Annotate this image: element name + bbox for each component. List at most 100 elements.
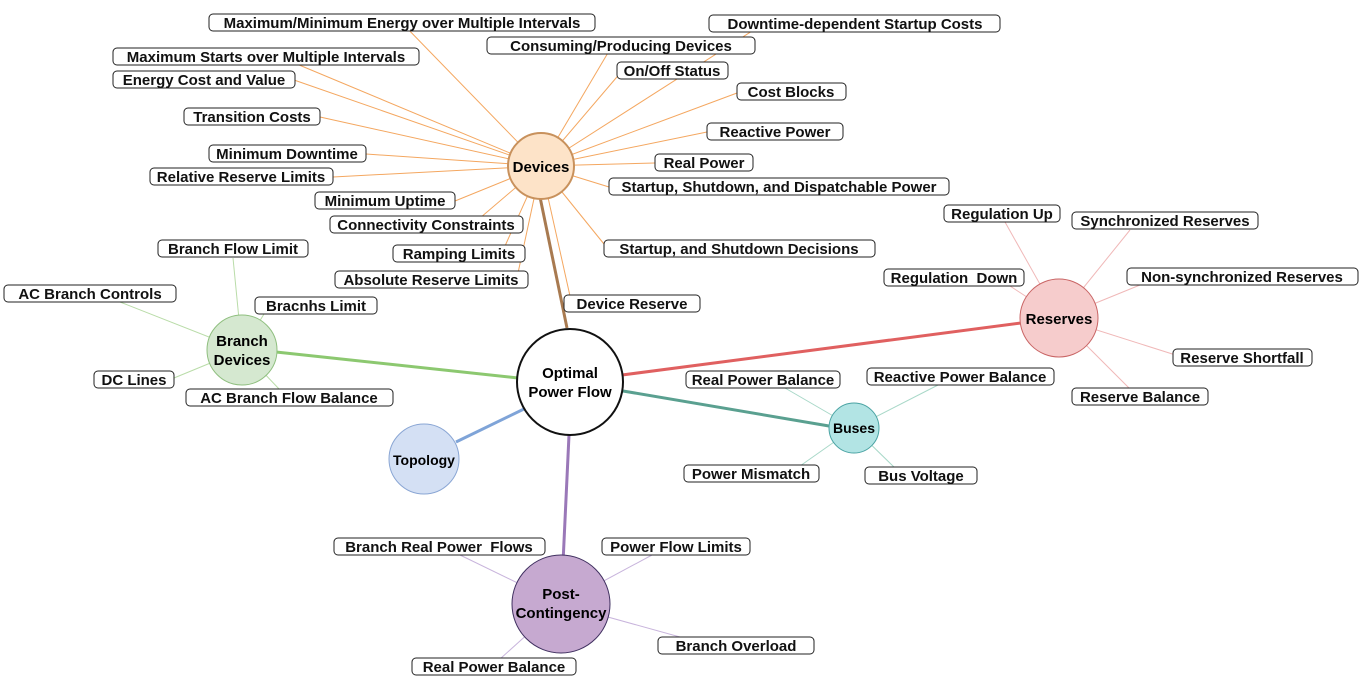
svg-text:Branch Overload: Branch Overload: [676, 638, 797, 655]
svg-text:Energy Cost and Value: Energy Cost and Value: [123, 72, 286, 89]
leaf-label: Reserve Balance: [1071, 387, 1209, 406]
leaf-label: Real Power: [654, 153, 754, 172]
svg-text:Reserve Balance: Reserve Balance: [1080, 389, 1200, 406]
node-topology: Topology: [388, 423, 460, 495]
svg-text:Maximum Starts over Multiple I: Maximum Starts over Multiple Intervals: [127, 49, 405, 66]
leaf-label: Startup, Shutdown, and Dispatchable Powe…: [608, 177, 950, 196]
leaf-label: Minimum Uptime: [314, 191, 456, 210]
svg-text:DC Lines: DC Lines: [101, 372, 166, 389]
node-center-optimal-power-flow: Optimal Power Flow: [516, 328, 624, 436]
leaf-label: Device Reserve: [563, 294, 701, 313]
edge-center-buses: [622, 389, 830, 428]
node-buses: Buses: [828, 402, 880, 454]
edge-center-topology: [455, 406, 527, 444]
branch-line: [319, 116, 542, 167]
leaf-label: Ramping Limits: [392, 244, 526, 263]
leaf-label: Reactive Power Balance: [866, 367, 1055, 386]
leaf-label: Bracnhs Limit: [254, 296, 378, 315]
svg-text:Devices: Devices: [513, 159, 570, 176]
svg-text:Startup, Shutdown, and Dispatc: Startup, Shutdown, and Dispatchable Powe…: [621, 179, 936, 196]
leaf-label: Relative Reserve Limits: [149, 167, 334, 186]
svg-text:Reserve Shortfall: Reserve Shortfall: [1180, 350, 1303, 367]
leaf-label: Power Mismatch: [683, 464, 820, 483]
leaf-label: Cost Blocks: [736, 82, 847, 101]
leaf-label: Consuming/Producing Devices: [486, 36, 756, 55]
svg-text:AC Branch Controls: AC Branch Controls: [18, 286, 161, 303]
leaf-label: Branch Real Power Flows: [333, 537, 546, 556]
svg-text:Topology: Topology: [393, 452, 455, 468]
leaf-label: AC Branch Controls: [3, 284, 177, 303]
leaf-label: Power Flow Limits: [601, 537, 751, 556]
leaf-label: Regulation Up: [943, 204, 1061, 223]
svg-text:Downtime-dependent Startup Cos: Downtime-dependent Startup Costs: [727, 16, 982, 33]
leaf-label: Maximum/Minimum Energy over Multiple Int…: [208, 13, 596, 32]
svg-text:Connectivity Constraints: Connectivity Constraints: [337, 217, 515, 234]
leaf-label: Minimum Downtime: [208, 144, 367, 163]
svg-text:Regulation Up: Regulation Up: [951, 206, 1053, 223]
svg-text:Ramping Limits: Ramping Limits: [403, 246, 516, 263]
svg-text:Buses: Buses: [833, 420, 875, 436]
branch-line: [332, 165, 542, 178]
leaf-label: On/Off Status: [616, 61, 729, 80]
leaf-labels: Maximum/Minimum Energy over Multiple Int…: [3, 13, 1359, 676]
branch-line: [293, 79, 542, 167]
svg-text:Relative Reserve Limits: Relative Reserve Limits: [157, 169, 325, 186]
branch-line: [540, 92, 738, 167]
svg-text:Non-synchronized Reserves: Non-synchronized Reserves: [1141, 269, 1343, 286]
leaf-label: Absolute Reserve Limits: [334, 270, 529, 289]
svg-text:Branch Real Power Flows: Branch Real Power Flows: [345, 539, 533, 556]
svg-text:Branch: Branch: [216, 333, 268, 350]
svg-text:Cost Blocks: Cost Blocks: [748, 84, 835, 101]
svg-text:Synchronized Reserves: Synchronized Reserves: [1080, 213, 1249, 230]
svg-text:AC Branch Flow Balance: AC Branch Flow Balance: [200, 390, 378, 407]
svg-text:Real Power: Real Power: [664, 155, 745, 172]
leaf-label: Branch Flow Limit: [157, 239, 309, 258]
svg-text:Minimum Uptime: Minimum Uptime: [325, 193, 446, 210]
leaf-label: Regulation Down: [883, 268, 1025, 287]
leaf-label: Startup, and Shutdown Decisions: [603, 239, 876, 258]
svg-text:Post-: Post-: [542, 586, 580, 603]
svg-text:Reactive Power Balance: Reactive Power Balance: [874, 369, 1047, 386]
leaf-label: Non-synchronized Reserves: [1126, 267, 1359, 286]
edge-center-reserves: [621, 321, 1022, 377]
leaf-label: Real Power Balance: [685, 370, 841, 389]
node-reserves: Reserves: [1019, 278, 1099, 358]
svg-text:Power Mismatch: Power Mismatch: [692, 466, 810, 483]
svg-text:On/Off Status: On/Off Status: [624, 63, 721, 80]
node-devices: Devices: [507, 132, 575, 200]
leaf-label: Downtime-dependent Startup Costs: [708, 14, 1001, 33]
leaf-label: Real Power Balance: [411, 657, 577, 676]
svg-text:Power Flow: Power Flow: [528, 384, 612, 401]
leaf-label: Maximum Starts over Multiple Intervals: [112, 47, 420, 66]
leaf-label: Reactive Power: [706, 122, 844, 141]
svg-text:Device Reserve: Device Reserve: [577, 296, 688, 313]
leaf-label: Energy Cost and Value: [112, 70, 296, 89]
leaf-label: Bus Voltage: [864, 466, 978, 485]
svg-text:Contingency: Contingency: [516, 605, 607, 622]
svg-text:Reserves: Reserves: [1026, 311, 1093, 328]
svg-text:Minimum Downtime: Minimum Downtime: [216, 146, 358, 163]
svg-text:Consuming/Producing Devices: Consuming/Producing Devices: [510, 38, 732, 55]
leaf-label: DC Lines: [93, 370, 175, 389]
leaf-label: Synchronized Reserves: [1071, 211, 1259, 230]
svg-text:Reactive Power: Reactive Power: [720, 124, 831, 141]
svg-text:Devices: Devices: [214, 352, 271, 369]
leaf-label: AC Branch Flow Balance: [185, 388, 394, 407]
svg-text:Optimal: Optimal: [542, 365, 598, 382]
svg-text:Bracnhs Limit: Bracnhs Limit: [266, 298, 366, 315]
node-post-contingency: Post- Contingency: [511, 554, 611, 654]
svg-text:Real Power Balance: Real Power Balance: [692, 372, 835, 389]
leaf-label: Transition Costs: [183, 107, 321, 126]
svg-text:Startup, and Shutdown Decision: Startup, and Shutdown Decisions: [619, 241, 858, 258]
edge-center-post-contingency: [561, 434, 571, 564]
svg-text:Maximum/Minimum Energy over Mu: Maximum/Minimum Energy over Multiple Int…: [224, 15, 581, 32]
node-branch-devices: Branch Devices: [206, 314, 278, 386]
leaf-label: Branch Overload: [657, 636, 815, 655]
svg-text:Real Power Balance: Real Power Balance: [423, 659, 566, 676]
main-edges: [275, 196, 1022, 564]
edge-center-devices: [538, 196, 569, 329]
branch-line: [279, 56, 542, 167]
svg-text:Bus Voltage: Bus Voltage: [878, 468, 964, 485]
svg-text:Regulation Down: Regulation Down: [891, 270, 1018, 287]
